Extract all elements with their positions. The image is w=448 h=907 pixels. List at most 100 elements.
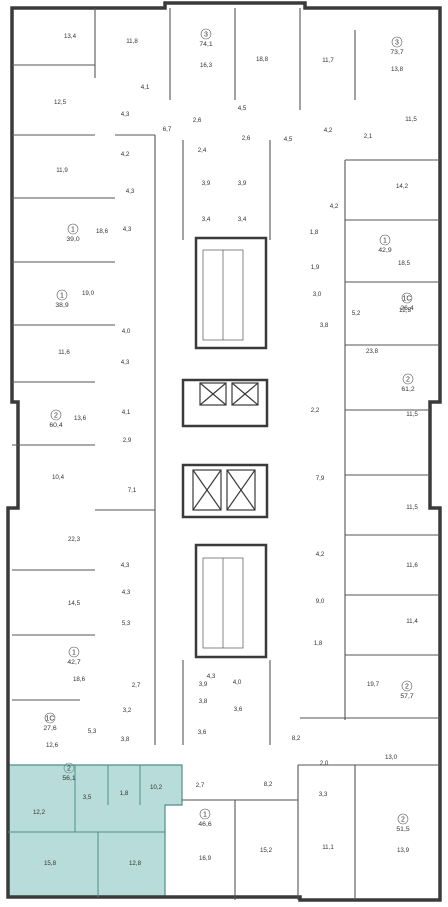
room-area-label: 4,5	[238, 105, 247, 112]
room-area-label: 3,4	[238, 216, 247, 223]
svg-text:2: 2	[67, 766, 71, 773]
room-area-label: 11,8	[126, 38, 138, 45]
svg-text:1C: 1C	[46, 716, 55, 723]
room-area-label: 1,8	[310, 229, 319, 236]
svg-text:26,4: 26,4	[400, 305, 413, 312]
stairs	[202, 249, 244, 649]
room-area-label: 13,4	[64, 33, 77, 40]
room-area-label: 3,2	[123, 707, 132, 714]
room-area-label: 22,3	[68, 536, 81, 543]
unit-label: 374,1	[199, 28, 213, 48]
room-area-label: 11,5	[406, 504, 418, 511]
unit-label-highlighted: 256,1	[62, 762, 76, 782]
room-area-label: 5,2	[352, 310, 361, 317]
room-area-label: 14,5	[68, 600, 81, 607]
room-area-label: 2,2	[311, 407, 320, 414]
room-area-label: 3,9	[202, 180, 211, 187]
room-area-label: 18,5	[398, 260, 411, 267]
room-area-label: 23,8	[366, 348, 379, 355]
svg-text:1: 1	[72, 650, 76, 657]
room-area-label: 4,3	[123, 226, 132, 233]
room-area-label: 3,5	[83, 794, 92, 801]
room-area-label: 2,4	[198, 147, 207, 154]
room-area-label: 7,1	[128, 487, 137, 494]
svg-text:46,6: 46,6	[198, 821, 211, 828]
partitions	[12, 8, 440, 900]
svg-text:1: 1	[383, 238, 387, 245]
room-area-label: 1,8	[314, 640, 323, 647]
svg-text:73,7: 73,7	[390, 49, 403, 56]
room-area-label: 13,8	[391, 66, 404, 73]
room-area-label: 4,3	[207, 673, 216, 680]
room-area-label: 13,9	[397, 847, 410, 854]
unit-label: 257,7	[400, 680, 414, 700]
room-area-label: 4,0	[122, 328, 131, 335]
room-area-label: 4,5	[284, 136, 293, 143]
room-area-label: 4,3	[121, 359, 130, 366]
unit-label: 142,7	[67, 646, 81, 666]
room-area-label: 7,9	[316, 475, 325, 482]
svg-text:2: 2	[405, 684, 409, 691]
room-area-label: 3,3	[319, 791, 328, 798]
room-area-label: 2,7	[196, 782, 205, 789]
room-area-label: 5,3	[88, 728, 97, 735]
svg-text:39,0: 39,0	[66, 236, 79, 243]
room-area-label: 3,6	[234, 706, 243, 713]
room-area-label: 5,3	[122, 620, 131, 627]
room-area-label: 4,3	[126, 188, 135, 195]
room-area-label: 6,7	[163, 126, 172, 133]
room-area-label: 15,8	[44, 860, 57, 867]
svg-text:57,7: 57,7	[400, 693, 413, 700]
room-area-label: 11,9	[56, 167, 68, 174]
highlight-partitions	[8, 765, 165, 897]
room-area-label: 11,4	[406, 618, 418, 625]
room-area-label: 12,5	[54, 99, 67, 106]
room-area-label: 4,1	[122, 409, 131, 416]
svg-text:1: 1	[60, 293, 64, 300]
room-area-label: 13,0	[385, 754, 398, 761]
room-area-label: 11,6	[406, 562, 418, 569]
svg-text:3: 3	[204, 32, 208, 39]
svg-text:51,5: 51,5	[396, 826, 409, 833]
unit-label: 1C 27,6	[43, 712, 57, 732]
room-area-label: 11,1	[322, 844, 334, 851]
room-area-label: 8,2	[264, 781, 273, 788]
room-area-label: 10,4	[52, 474, 65, 481]
svg-text:27,6: 27,6	[43, 725, 56, 732]
room-area-label: 18,6	[73, 676, 86, 683]
unit-label: 260,4	[49, 409, 63, 429]
room-area-label: 4,2	[330, 203, 339, 210]
unit-label: 373,7	[390, 36, 404, 56]
svg-text:60,4: 60,4	[49, 422, 62, 429]
room-area-label: 4,2	[324, 127, 333, 134]
room-area-label: 2,1	[364, 133, 373, 140]
room-area-label: 1,8	[120, 790, 129, 797]
svg-text:3: 3	[395, 40, 399, 47]
room-area-label: 4,1	[141, 84, 150, 91]
svg-text:42,9: 42,9	[378, 247, 391, 254]
room-area-label: 19,7	[367, 681, 380, 688]
room-area-label: 3,9	[238, 180, 247, 187]
unit-label: 261,2	[401, 373, 415, 393]
room-area-label: 11,5	[405, 116, 417, 123]
svg-text:61,2: 61,2	[401, 386, 414, 393]
svg-text:74,1: 74,1	[199, 41, 212, 48]
room-area-label: 3,0	[313, 291, 322, 298]
room-area-label: 12,2	[33, 809, 46, 816]
room-area-label: 10,2	[150, 784, 163, 791]
room-area-label: 9,0	[316, 598, 325, 605]
room-area-label: 11,6	[58, 349, 70, 356]
room-area-label: 3,8	[199, 698, 208, 705]
svg-text:2: 2	[54, 413, 58, 420]
unit-label: 142,9	[378, 234, 392, 254]
core-walls	[181, 236, 269, 659]
room-area-label: 2,6	[242, 135, 251, 142]
unit-label: 146,6	[198, 808, 212, 828]
room-area-label: 4,2	[121, 151, 130, 158]
room-area-label: 18,8	[256, 56, 269, 63]
room-area-label: 4,3	[122, 589, 131, 596]
